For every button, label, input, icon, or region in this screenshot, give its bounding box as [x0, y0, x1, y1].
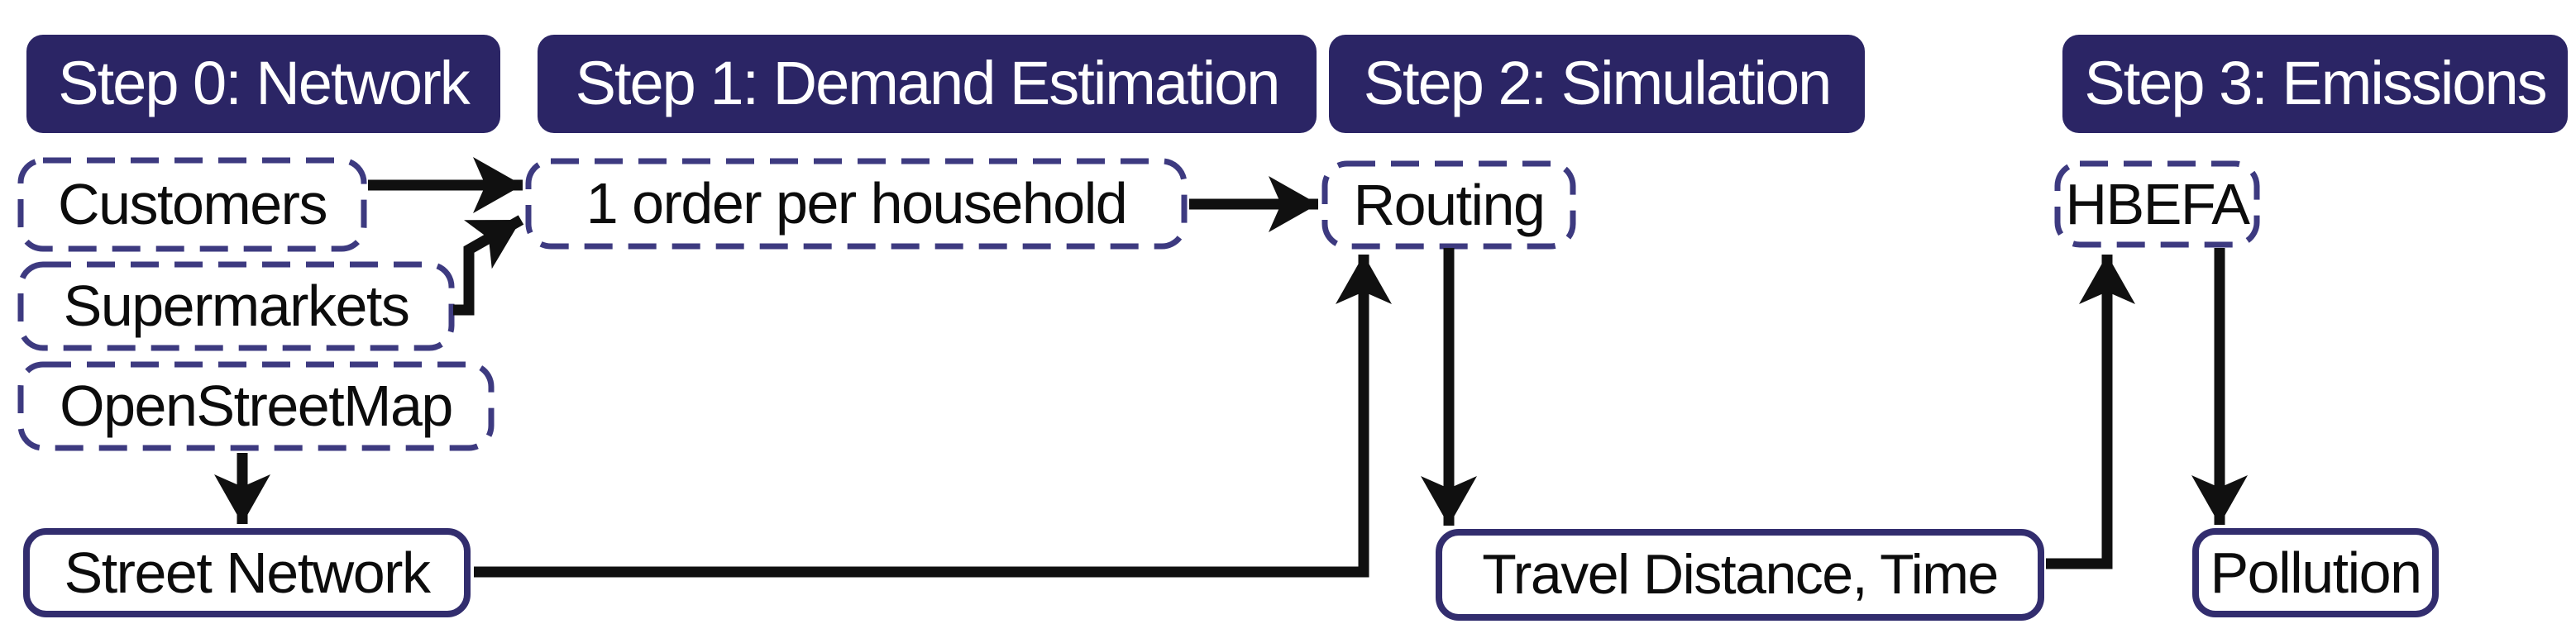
travel-distance-box [1436, 529, 2044, 621]
street-network-box [23, 528, 471, 617]
supermarkets-box [17, 261, 455, 351]
node-pollution-label: Pollution [2210, 541, 2422, 605]
arrow-supermarkets-to-order [453, 215, 524, 316]
step-3-header: Step 3: Emissions [2062, 35, 2568, 133]
step-1-header: Step 1: Demand Estimation [538, 35, 1317, 133]
arrow-travel-distance-to-hbefa [2046, 255, 2135, 569]
node-street-network-label: Street Network [64, 541, 431, 605]
node-openstreetmap-label: OpenStreetMap [60, 374, 453, 438]
node-travel-distance-label: Travel Distance, Time [1482, 543, 1999, 606]
node-supermarkets-label: Supermarkets [63, 274, 410, 338]
customers-box [17, 157, 367, 252]
node-customers-label: Customers [58, 172, 327, 236]
arrow-street-network-to-routing [474, 255, 1392, 578]
hbefa-box [2054, 160, 2260, 248]
node-routing-label: Routing [1353, 173, 1546, 237]
step-2-header: Step 2: Simulation [1329, 35, 1865, 133]
step-0-header: Step 0: Network [26, 35, 500, 133]
node-hbefa-label: HBEFA [2065, 172, 2250, 236]
openstreetmap-box [17, 361, 495, 451]
order-box [525, 158, 1188, 250]
pollution-box [2192, 528, 2439, 617]
routing-box [1321, 160, 1576, 250]
node-order-label: 1 order per household [585, 171, 1128, 236]
